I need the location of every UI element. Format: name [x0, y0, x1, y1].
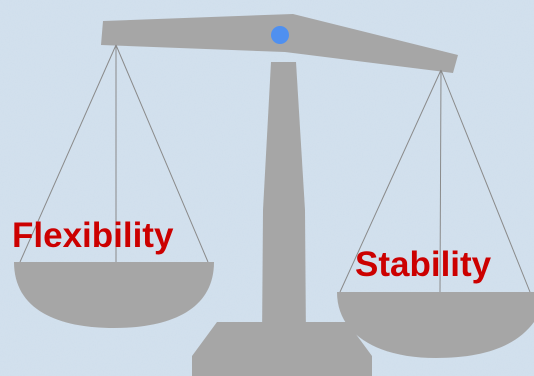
scale-pillar	[262, 62, 306, 342]
right-string-inner	[440, 69, 531, 293]
scale-base	[192, 322, 372, 376]
scale-stand	[192, 62, 372, 376]
left-string-inner	[115, 44, 209, 263]
right-pan	[337, 292, 534, 358]
right-string-outer	[339, 69, 442, 293]
left-pan	[14, 262, 214, 328]
right-pan-strings	[339, 69, 531, 293]
right-string-center	[439, 69, 442, 293]
pivot-dot	[271, 26, 289, 44]
left-string-outer	[19, 44, 117, 263]
left-pan-label: Flexibility	[12, 216, 174, 255]
left-pan-strings	[19, 44, 209, 263]
right-pan-label: Stability	[355, 245, 492, 284]
